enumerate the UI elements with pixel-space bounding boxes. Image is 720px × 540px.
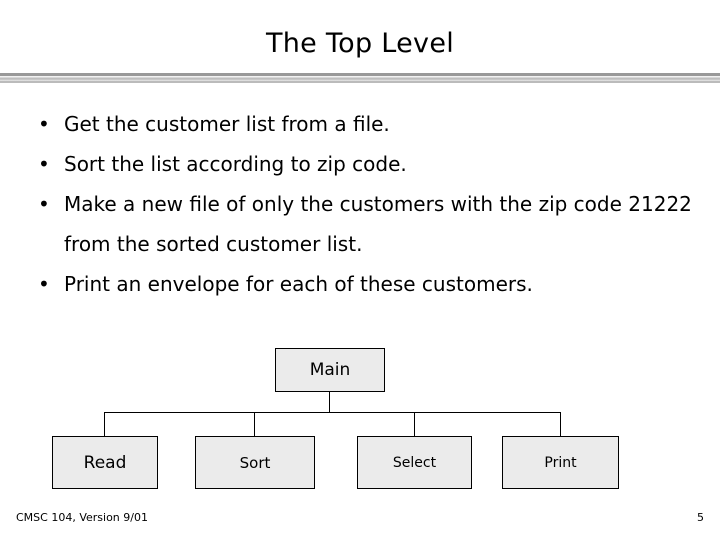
page-title: The Top Level bbox=[265, 28, 455, 59]
connector-to-sort bbox=[254, 412, 255, 436]
divider-gradient bbox=[0, 76, 720, 81]
bullet-marker-icon: • bbox=[38, 112, 50, 136]
connector-to-select bbox=[414, 412, 415, 436]
list-item-text: Make a new file of only the customers wi… bbox=[64, 192, 692, 256]
diagram-node-print: Print bbox=[502, 436, 619, 489]
connector-horizontal-bus bbox=[104, 412, 560, 413]
list-item: • Make a new file of only the customers … bbox=[24, 184, 704, 264]
footer-page-number: 5 bbox=[697, 511, 704, 524]
diagram-node-select: Select bbox=[357, 436, 472, 489]
diagram-node-main: Main bbox=[275, 348, 385, 392]
divider-line-top bbox=[0, 73, 720, 76]
connector-to-print bbox=[560, 412, 561, 436]
connector-to-read bbox=[104, 412, 105, 436]
connector-root-stem bbox=[329, 392, 330, 412]
bullet-marker-icon: • bbox=[38, 152, 50, 176]
structure-chart: Main Read Sort Select Print bbox=[0, 340, 720, 500]
list-item-text: Print an envelope for each of these cust… bbox=[64, 272, 533, 296]
list-item-text: Sort the list according to zip code. bbox=[64, 152, 407, 176]
title-divider bbox=[0, 73, 720, 83]
list-item: • Sort the list according to zip code. bbox=[24, 144, 704, 184]
diagram-node-read: Read bbox=[52, 436, 158, 489]
footer-course-label: CMSC 104, Version 9/01 bbox=[16, 511, 148, 524]
bullet-marker-icon: • bbox=[38, 192, 50, 216]
bullet-list: • Get the customer list from a file. • S… bbox=[24, 104, 704, 304]
list-item-text: Get the customer list from a file. bbox=[64, 112, 390, 136]
divider-line-bottom bbox=[0, 81, 720, 83]
list-item: • Print an envelope for each of these cu… bbox=[24, 264, 704, 304]
bullet-marker-icon: • bbox=[38, 272, 50, 296]
diagram-node-sort: Sort bbox=[195, 436, 315, 489]
list-item: • Get the customer list from a file. bbox=[24, 104, 704, 144]
